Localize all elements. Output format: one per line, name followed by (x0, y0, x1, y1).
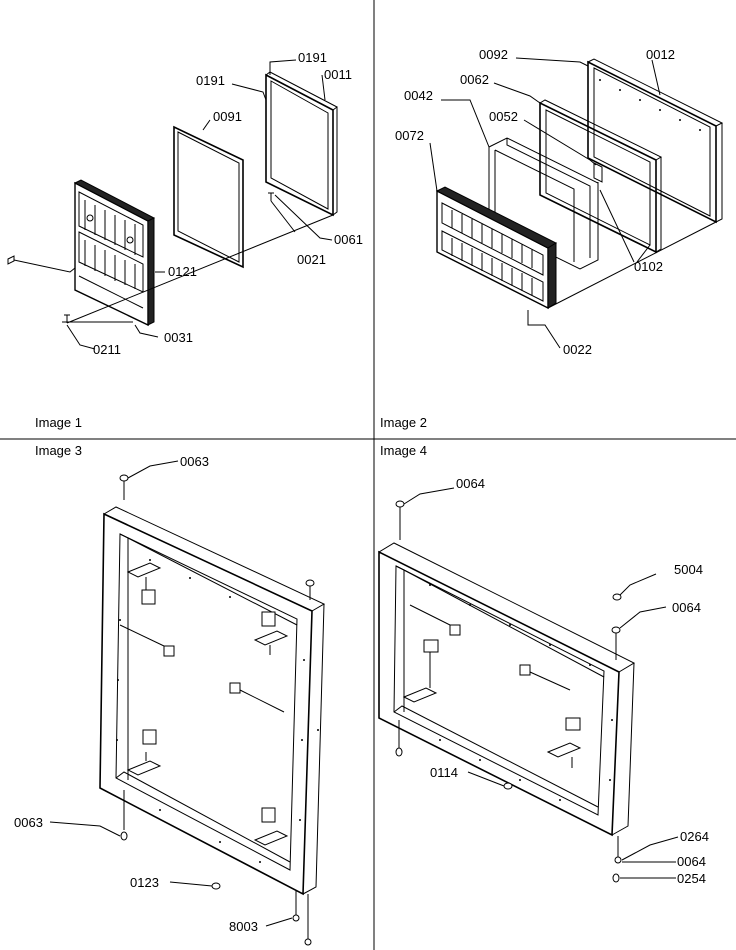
label-0061: 0061 (334, 232, 363, 247)
label-0063-bottom: 0063 (14, 815, 43, 830)
part-screw-0021[interactable] (268, 192, 274, 201)
assembly-leader-lines-4 (403, 487, 679, 879)
label-0123: 0123 (130, 875, 159, 890)
part-door-panel-0121[interactable] (73, 179, 156, 327)
part-hinge-bracket-bottom-right[interactable] (253, 807, 289, 846)
panel-image-2: 0092 0012 0062 0042 0052 0072 0102 0022 … (380, 47, 724, 430)
part-gasket-0091[interactable] (173, 125, 244, 269)
label-0063-top: 0063 (180, 454, 209, 469)
label-5004: 5004 (674, 562, 703, 577)
part-hinge-bracket-left-4[interactable] (402, 639, 439, 703)
part-back-frame-0011[interactable] (265, 71, 338, 217)
part-clip-inner-panel-4[interactable] (409, 604, 571, 691)
part-clip-inner-panel-3[interactable] (119, 624, 285, 713)
part-screw-0063-bottom[interactable] (120, 790, 128, 841)
part-screw-8003[interactable] (292, 890, 312, 946)
part-hinge-bracket-bottom-left[interactable] (126, 729, 162, 776)
part-plug-5004[interactable] (612, 593, 622, 601)
part-screw-0063-top[interactable] (119, 474, 129, 500)
part-hinge-bracket-top-left[interactable] (126, 562, 162, 605)
part-hinge-bracket-right-4[interactable] (546, 717, 582, 768)
panel-image-3: 0063 0063 0123 8003 (14, 454, 326, 946)
label-0091: 0091 (213, 109, 242, 124)
label-0191-top: 0191 (298, 50, 327, 65)
assembly-leader-lines-1 (13, 59, 334, 350)
label-8003: 8003 (229, 919, 258, 934)
label-0191-left: 0191 (196, 73, 225, 88)
label-0052: 0052 (489, 109, 518, 124)
assembly-leader-lines-2 (429, 57, 717, 349)
part-door-frame-panel-4[interactable] (378, 542, 636, 837)
label-0064-top: 0064 (456, 476, 485, 491)
label-0064-right: 0064 (672, 600, 701, 615)
part-liner-0042[interactable] (488, 137, 599, 270)
part-screw-0064-right[interactable] (611, 626, 621, 660)
part-hinge-0052[interactable] (593, 162, 603, 190)
label-0254: 0254 (677, 871, 706, 886)
part-hinge-bracket-top-right[interactable] (253, 611, 289, 655)
caption-image-3: Image 3 (35, 443, 82, 458)
part-foot-0114[interactable] (503, 782, 513, 790)
label-0264: 0264 (680, 829, 709, 844)
caption-image-4: Image 4 (380, 443, 427, 458)
label-0114: 0114 (430, 765, 458, 780)
label-0102: 0102 (634, 259, 663, 274)
label-0121: 0121 (168, 264, 197, 279)
label-0064-bottom: 0064 (677, 854, 706, 869)
caption-image-1: Image 1 (35, 415, 82, 430)
caption-image-2: Image 2 (380, 415, 427, 430)
panel-image-1: 0191 0191 0011 0091 0121 0061 0021 0031 … (7, 50, 363, 430)
panel-image-4: 0064 5004 0064 0114 0264 0064 0254 (378, 476, 709, 886)
label-0012: 0012 (646, 47, 675, 62)
label-0211: 0211 (93, 342, 121, 357)
part-screw-0064-top[interactable] (395, 500, 405, 540)
label-0072: 0072 (395, 128, 424, 143)
part-door-frame-panel-3[interactable] (99, 506, 326, 896)
part-screw-0264-0254[interactable] (612, 836, 622, 883)
assembly-leader-lines-3 (49, 460, 293, 927)
label-0031: 0031 (164, 330, 193, 345)
label-0042: 0042 (404, 88, 433, 103)
part-drawer-0072[interactable] (435, 186, 558, 310)
label-0021: 0021 (297, 252, 326, 267)
label-0022: 0022 (563, 342, 592, 357)
label-0062: 0062 (460, 72, 489, 87)
part-screw-right[interactable] (305, 579, 315, 600)
part-clip-left[interactable] (7, 255, 15, 265)
label-0011: 0011 (324, 67, 352, 82)
part-screw-left-4[interactable] (395, 720, 403, 757)
label-0092: 0092 (479, 47, 508, 62)
part-foot-0123[interactable] (211, 882, 221, 890)
